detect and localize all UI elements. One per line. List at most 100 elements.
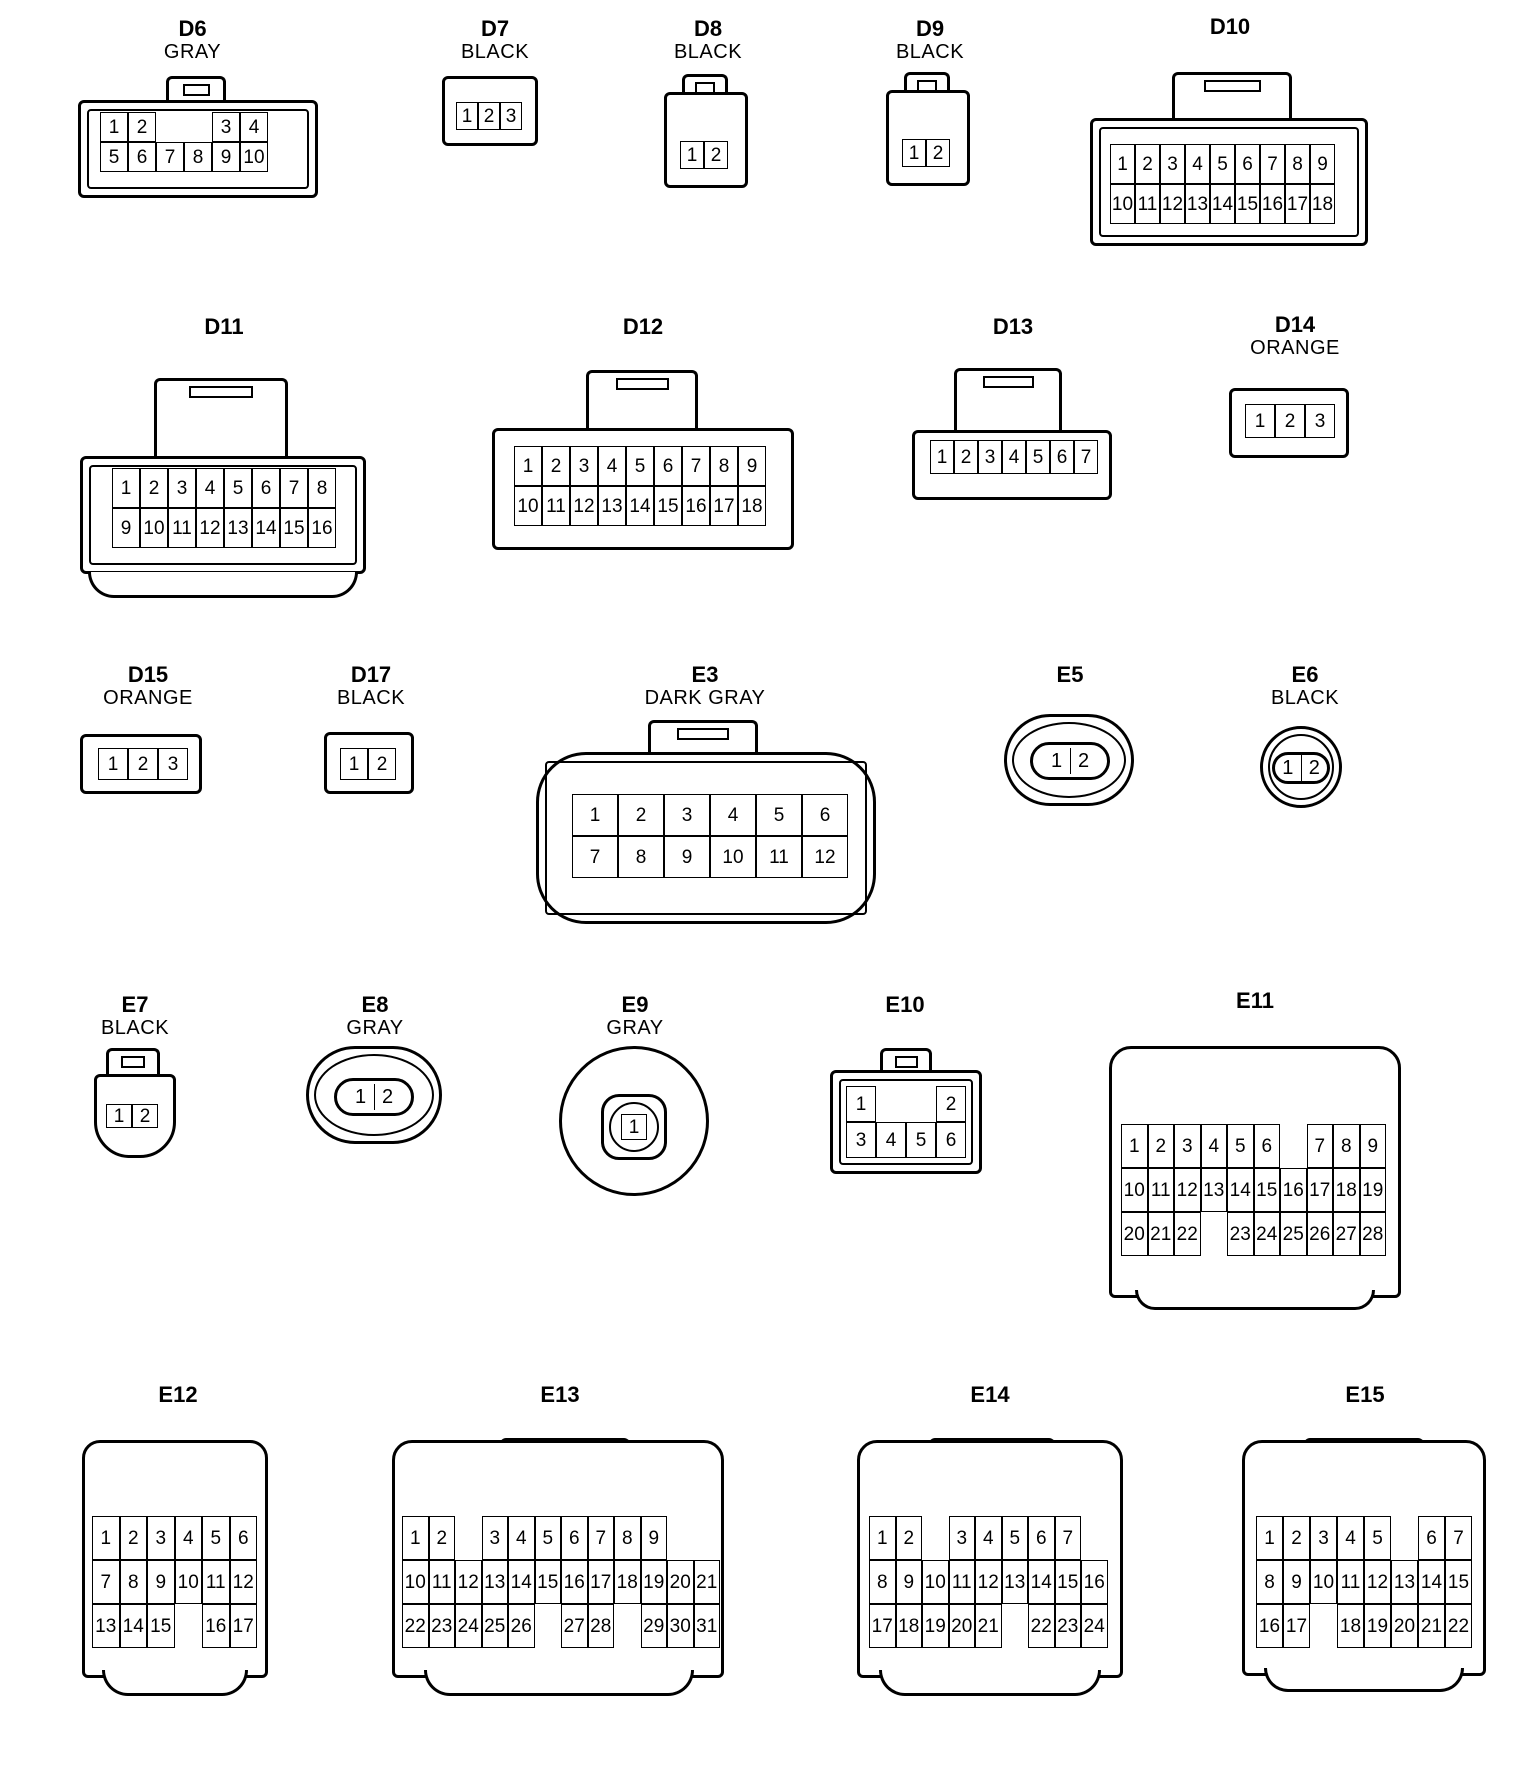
pin-cell: 3	[500, 102, 522, 130]
pin-cell	[1391, 1516, 1418, 1560]
pin-cell: 7	[1260, 144, 1285, 184]
pin-cell: 12	[802, 836, 848, 878]
connector-latch	[106, 1048, 160, 1078]
pin-cell: 21	[1418, 1604, 1445, 1648]
connector-latch	[904, 72, 950, 94]
connector-color: BLACK	[673, 41, 743, 63]
connector-id: E9	[621, 992, 649, 1017]
pin-cell: 22	[1174, 1212, 1201, 1256]
pin-cell: 4	[598, 446, 626, 486]
pin-cell: 12	[1174, 1168, 1201, 1212]
pin-cell: 22	[1445, 1604, 1472, 1648]
pin-cell: 18	[895, 1604, 922, 1648]
pin-cell: 24	[455, 1604, 482, 1648]
connector-id: E13	[540, 1382, 580, 1407]
pin-cell: 8	[308, 468, 336, 508]
pin-cell: 28	[1359, 1212, 1386, 1256]
pin-grid: 1	[621, 1114, 647, 1140]
pin-cell: 15	[1253, 1168, 1280, 1212]
pin-cell: 2	[895, 1516, 922, 1560]
pin-cell: 7	[92, 1560, 120, 1604]
pin-cell: 2	[128, 112, 156, 142]
pin-cell: 16	[1256, 1604, 1283, 1648]
pin-cell: 1	[100, 112, 128, 142]
pin-cell: 24	[1081, 1604, 1108, 1648]
pin-cell: 10	[140, 508, 168, 548]
pin-cell: 3	[1310, 1516, 1337, 1560]
pin-cell: 19	[1364, 1604, 1391, 1648]
connector-latch	[954, 368, 1062, 440]
connector-color: BLACK	[100, 1017, 170, 1039]
connector-id: E6	[1291, 662, 1319, 687]
pin-cell	[175, 1604, 203, 1648]
pin-cell: 10	[174, 1560, 202, 1604]
pin-cell: 4	[174, 1516, 202, 1560]
pin-cell: 11	[168, 508, 196, 548]
pin-cell: 13	[1200, 1168, 1227, 1212]
pin-cell: 16	[1081, 1560, 1108, 1604]
pin-cell: 9	[664, 836, 710, 878]
pin-cell: 20	[667, 1560, 694, 1604]
pin-cell: 19	[922, 1604, 949, 1648]
pin-cell: 4	[710, 794, 756, 836]
pin-cell: 7	[682, 446, 710, 486]
pin-cell: 11	[1337, 1560, 1364, 1604]
pin-cell: 8	[869, 1560, 896, 1604]
pin-cell: 31	[693, 1604, 720, 1648]
pin-cell: 2	[132, 1104, 158, 1128]
connector-color: ORANGE	[1250, 337, 1340, 359]
pin-cell: 2	[128, 748, 158, 780]
pin-cell	[1310, 1604, 1337, 1648]
pin-cell: 12	[570, 486, 598, 526]
pin-cell: 1	[456, 102, 478, 130]
pin-cell: 16	[1260, 184, 1285, 224]
pin-cell: 1	[1110, 144, 1135, 184]
pin-cell: 2	[1300, 755, 1328, 781]
connector-latch	[154, 378, 288, 466]
pin-cell: 1	[354, 1086, 367, 1108]
pin-cell: 1	[902, 139, 926, 167]
pin-cell: 16	[308, 508, 336, 548]
pin-cell: 13	[92, 1604, 120, 1648]
pin-cell	[1002, 1604, 1029, 1648]
pin-cell: 7	[1306, 1124, 1333, 1168]
pin-cell: 5	[1001, 1516, 1028, 1560]
pin-cell: 6	[561, 1516, 588, 1560]
pin-cell: 14	[1210, 184, 1235, 224]
pin-cell: 2	[926, 139, 950, 167]
connector-id: D14	[1274, 312, 1316, 337]
pin-cell: 9	[112, 508, 140, 548]
pin-cell	[535, 1604, 562, 1648]
pin-cell: 9	[738, 446, 766, 486]
pin-cell: 4	[975, 1516, 1002, 1560]
pin-cell: 10	[1310, 1560, 1337, 1604]
pin-cell	[1280, 1124, 1307, 1168]
pin-cell: 1	[340, 748, 368, 780]
pin-cell: 10	[710, 836, 756, 878]
pin-cell	[455, 1516, 482, 1560]
pin-cell: 20	[1391, 1604, 1418, 1648]
pin-cell: 13	[1185, 184, 1210, 224]
pin-cell: 27	[1333, 1212, 1360, 1256]
pin-cell: 8	[614, 1516, 641, 1560]
pin-cell: 10	[1110, 184, 1135, 224]
pin-cell: 17	[229, 1604, 257, 1648]
connector-color: BLACK	[336, 687, 406, 709]
pin-cell: 17	[1285, 184, 1310, 224]
pin-cell: 16	[682, 486, 710, 526]
pin-cell: 19	[1359, 1168, 1386, 1212]
connector-foot	[88, 572, 358, 598]
pin-cell: 2	[704, 141, 728, 169]
